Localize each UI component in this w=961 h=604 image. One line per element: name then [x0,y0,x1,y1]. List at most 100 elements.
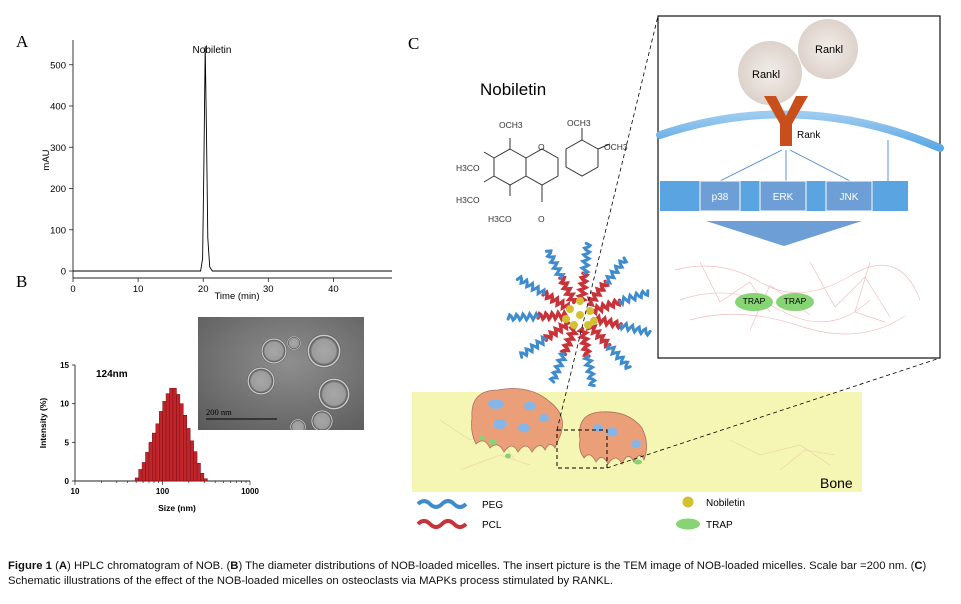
osteoclast [471,388,563,453]
peg-chain [581,354,598,388]
micelle-particle [318,378,350,410]
legend: PEG PCL Nobiletin TRAP [416,496,745,531]
caption-a-label: A [58,560,68,572]
size-bar [193,451,198,482]
peg-chain [618,288,650,308]
figure-caption: Figure 1 (A) HPLC chromatogram of NOB. (… [8,560,927,587]
pathway-jnk [825,180,873,212]
osteoclast [579,411,647,465]
hplc-x-tick-label: 10 [133,284,144,295]
size-bar [200,473,205,482]
pcl-chain [543,318,571,342]
hplc-y-tick-label: 400 [50,102,66,113]
micelle-particle [307,334,341,368]
micelle-particle [311,410,333,430]
size-bar [176,394,181,482]
size-y-tick-label: 5 [65,438,70,447]
size-annotation: 124nm [96,369,128,380]
size-bar [162,401,167,482]
struct-och3-top: OCH3 [499,120,523,130]
nobiletin-dot [586,307,594,315]
legend-nobiletin-icon [682,496,694,508]
micelle-particle [261,338,287,364]
pcl-chain [575,271,590,303]
legend-pcl-icon [416,519,468,529]
tem-scale-label: 200 nm [206,407,232,417]
hplc-y-tick-label: 300 [50,143,66,154]
size-x-tick-label: 100 [156,487,170,496]
size-bar [148,442,153,482]
nobiletin-dot [576,297,584,305]
nobiletin-dot [590,317,598,325]
pcl-chain [536,308,568,323]
hplc-y-tick-label: 0 [61,267,66,278]
struct-h3co-1: H3CO [456,163,480,173]
size-bar [172,387,177,482]
size-bar [145,452,150,482]
rankl-label-2: Rankl [752,69,780,81]
peg-chain [578,241,593,275]
nobiletin-dot [584,321,592,329]
size-bar [189,440,194,482]
caption-c-label: C [914,560,923,572]
zoom-region-box [556,429,608,469]
size-bar [183,415,188,482]
size-bar [196,462,201,482]
peg-chain [605,344,632,371]
size-y-tick-label: 0 [65,477,70,486]
size-y-label: Intensity (%) [38,398,48,449]
peg-chain [548,352,568,384]
pcl-chain [591,313,623,331]
micelle-particle [287,336,301,350]
size-bar [159,411,163,482]
mapk-inset-panel: Rankl Rankl Rank p38 ERK JNK [656,15,944,359]
caption-a-text: HPLC chromatogram of NOB. [73,560,224,572]
pathway-erk [759,180,807,212]
size-bar [165,393,170,482]
rank-receptor [764,96,808,146]
peg-chain [515,274,546,297]
pcl-chain [559,326,580,357]
hplc-y-tick-label: 100 [50,225,66,236]
legend-pcl-label: PCL [482,520,502,531]
size-bar [152,432,157,482]
size-bar [138,469,143,482]
pcl-chain [576,327,593,358]
legend-peg-icon [416,499,468,509]
caption-c-text: Schematic illustrations of the effect of… [8,575,614,587]
legend-peg-label: PEG [482,500,503,511]
struct-och3-right: OCH3 [604,142,628,152]
rankl-ligand [798,19,858,79]
hplc-y-label: mAU [41,149,52,170]
hplc-y-tick-label: 200 [50,184,66,195]
struct-h3co-2: H3CO [456,195,480,205]
hplc-x-tick-label: 20 [198,284,209,295]
pathway-p38 [699,180,741,212]
legend-trap-label: TRAP [706,520,733,531]
peg-chain [518,334,547,359]
hplc-x-label: Time (min) [214,291,259,302]
trap-label-2: TRAP [784,296,807,306]
caption-fig: Figure 1 [8,560,52,572]
struct-h3co-3: H3CO [488,214,512,224]
rankl-label-1: Rankl [815,44,843,56]
hplc-y-tick-label: 500 [50,60,66,71]
struct-ring-o: O [538,142,545,152]
hplc-x-tick-label: 30 [263,284,274,295]
caption-b-label: B [230,560,239,572]
pcl-chain [585,323,612,349]
tem-image: 200 nm [198,317,364,430]
hplc-x-tick-label: 0 [70,284,75,295]
pathway-erk-label: ERK [773,192,794,203]
struct-ketone-o: O [538,214,545,224]
peg-chain [619,320,652,338]
nobiletin-dot [570,321,578,329]
micelle-particle [247,367,275,395]
rankl-ligand [738,41,802,105]
pcl-chain [586,279,611,308]
legend-nobiletin-label: Nobiletin [706,498,745,509]
pcl-chain [591,297,622,317]
trap-label-1: TRAP [743,296,766,306]
